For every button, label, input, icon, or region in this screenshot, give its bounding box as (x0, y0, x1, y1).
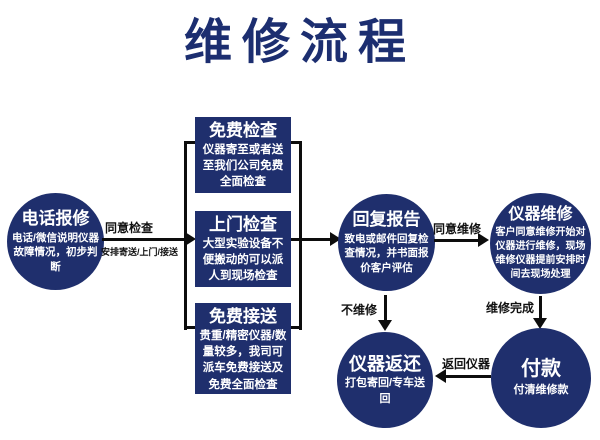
node-free-pickup: 免费接送 贵重/精密仪器/数量较多，我司可派车免费接送及免费全面检查 (195, 303, 291, 394)
node-instrument-return: 仪器返还 打包寄回/专车送回 (337, 332, 433, 428)
edge-return-instrument-line (446, 375, 491, 378)
node-free-check-title: 免费检查 (209, 121, 277, 140)
node-payment-body: 付清维修款 (513, 384, 569, 397)
right-bracket-top-line (291, 141, 302, 144)
node-payment: 付款 付清维修款 (491, 328, 591, 428)
node-phone-report: 电话报修 电话/微信说明仪器故障情况，初步判断 (7, 193, 104, 290)
page-title: 维修流程 (183, 16, 416, 69)
node-instrument-repair: 仪器维修 客户同意维修开始对仪器进行维修，现场维修仪器提前安排时间去现场处理 (490, 193, 591, 294)
edge-no-repair-arrowhead-icon (378, 320, 392, 331)
node-onsite-check: 上门检查 大型实验设备不便搬动的可以派人到现场检查 (195, 211, 291, 287)
node-onsite-check-body: 大型实验设备不便搬动的可以派人到现场检查 (202, 238, 284, 283)
node-instrument-repair-title: 仪器维修 (508, 206, 573, 223)
node-reply-report-body: 致电或邮件回复检查情况，并书面报价客户评估 (344, 232, 429, 274)
edge-agree-repair-arrowhead-icon (478, 233, 489, 247)
node-free-pickup-body: 贵重/精密仪器/数量较多，我司可派车免费接送及免费全面检查 (199, 330, 287, 391)
node-onsite-check-title: 上门检查 (209, 215, 277, 234)
edge-no-repair-label: 不维修 (341, 303, 378, 317)
right-bracket-vertical-line (299, 141, 302, 330)
edge-agree-check-sublabel: 安排寄送/上门/接送 (101, 247, 179, 257)
left-bracket-top-line (184, 141, 195, 144)
node-reply-report: 回复报告 致电或邮件回复检查情况，并书面报价客户评估 (338, 194, 435, 291)
node-phone-report-title: 电话报修 (21, 209, 90, 229)
node-free-check-body: 仪器寄至或者送至我们公司免费全面检查 (202, 144, 284, 189)
edge-repair-done-line (539, 296, 542, 319)
node-free-pickup-title: 免费接送 (209, 307, 277, 326)
node-reply-report-title: 回复报告 (352, 210, 421, 230)
edge-no-repair-line (384, 295, 387, 321)
edge-repair-done-arrowhead-icon (533, 318, 547, 329)
node-payment-title: 付款 (521, 358, 561, 381)
edge-return-instrument-arrowhead-icon (435, 369, 446, 383)
right-bracket-bottom-line (291, 326, 302, 329)
left-bracket-bottom-line (184, 326, 195, 329)
left-bracket-vertical-line (184, 141, 187, 330)
node-instrument-return-body: 打包寄回/专车送回 (344, 377, 426, 405)
edge-agree-check-arrowhead-icon (185, 232, 196, 246)
edge-agree-check-label: 同意检查 (105, 221, 154, 235)
edge-to-report-arrowhead-icon (330, 232, 341, 246)
edge-agree-repair-label: 同意维修 (433, 222, 482, 236)
edge-repair-done-label: 维修完成 (486, 301, 535, 315)
edge-agree-check-line (102, 238, 188, 241)
edge-agree-repair-line (434, 239, 480, 242)
node-phone-report-body: 电话/微信说明仪器故障情况，初步判断 (12, 231, 99, 273)
edge-return-instrument-label: 返回仪器 (442, 357, 491, 371)
edge-to-report-line (291, 238, 332, 241)
node-instrument-repair-body: 客户同意维修开始对仪器进行维修，现场维修仪器提前安排时间去现场处理 (495, 227, 586, 280)
node-instrument-return-title: 仪器返还 (349, 353, 421, 374)
node-free-check: 免费检查 仪器寄至或者送至我们公司免费全面检查 (195, 117, 291, 193)
